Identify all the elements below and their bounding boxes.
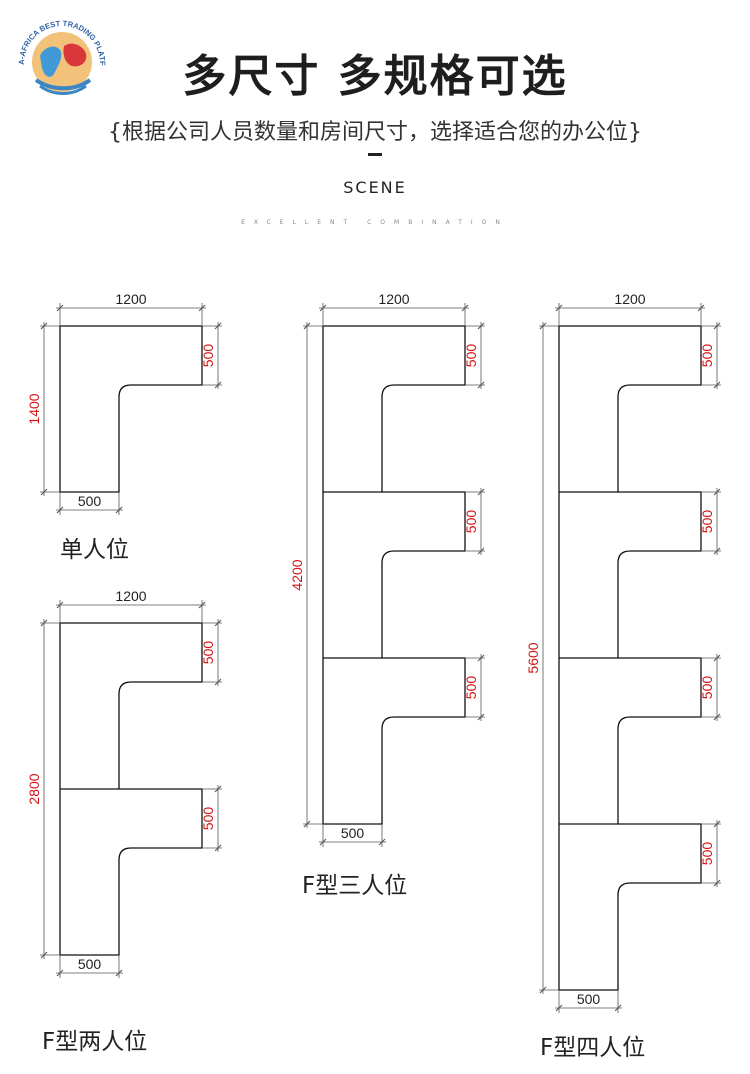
dim-tick [713, 381, 721, 389]
dim-label-bottom-width: 500 [577, 991, 601, 1007]
dim-label-top-width: 1200 [115, 291, 146, 307]
caption-single: 单人位 [60, 537, 129, 563]
dim-tick [697, 304, 705, 312]
dim-label-depth: 500 [200, 344, 216, 368]
dim-tick [477, 654, 485, 662]
company-logo: CHINA-AFRICA BEST TRADING PLATFORM [10, 6, 107, 95]
page-subtitle: {根据公司人员数量和房间尺寸，选择适合您的办公位} [108, 120, 642, 145]
dim-tick [198, 304, 206, 312]
dim-tick [555, 304, 563, 312]
dim-label-depth: 500 [699, 842, 715, 866]
scene-label: SCENE [343, 178, 407, 197]
dim-tick [214, 785, 222, 793]
dim-tick [713, 713, 721, 721]
workstation-outline [59, 325, 203, 493]
dim-tick [378, 838, 386, 846]
dim-tick [713, 547, 721, 555]
dim-label-top-width: 1200 [115, 588, 146, 604]
dim-label-depth: 500 [699, 676, 715, 700]
dim-tick [713, 654, 721, 662]
dim-tick [56, 506, 64, 514]
dim-label-depth: 500 [200, 641, 216, 665]
dim-tick [539, 986, 547, 994]
dim-tick [477, 547, 485, 555]
dim-label-total-height: 4200 [289, 559, 305, 590]
dim-tick [214, 322, 222, 330]
workstation-outline [322, 325, 466, 825]
dim-tick [713, 879, 721, 887]
dim-label-top-width: 1200 [378, 291, 409, 307]
dim-tick [40, 322, 48, 330]
dim-tick [713, 322, 721, 330]
dim-tick [214, 381, 222, 389]
dim-label-depth: 500 [463, 344, 479, 368]
dim-tick [477, 488, 485, 496]
dim-tick [477, 381, 485, 389]
dim-tick [303, 322, 311, 330]
dim-tick [56, 969, 64, 977]
dim-tick [214, 844, 222, 852]
dim-tick [303, 820, 311, 828]
caption-four: F型四人位 [540, 1035, 646, 1061]
dim-tick [319, 304, 327, 312]
dim-tick [56, 601, 64, 609]
dim-tick [555, 1004, 563, 1012]
dim-tick [713, 820, 721, 828]
dim-tick [461, 304, 469, 312]
dim-label-depth: 500 [463, 510, 479, 534]
scene-subtitle: EXCELLENT COMBINATION [241, 219, 509, 226]
title-divider [368, 153, 382, 156]
dim-tick [56, 304, 64, 312]
dim-tick [198, 601, 206, 609]
dim-label-bottom-width: 500 [78, 956, 102, 972]
dim-tick [713, 488, 721, 496]
dim-tick [539, 322, 547, 330]
dim-tick [40, 619, 48, 627]
page-title: 多尺寸 多规格可选 [182, 51, 568, 102]
dim-tick [319, 838, 327, 846]
caption-three: F型三人位 [302, 873, 408, 899]
caption-two: F型两人位 [42, 1029, 148, 1055]
dim-tick [115, 506, 123, 514]
dim-label-bottom-width: 500 [78, 493, 102, 509]
dim-tick [214, 678, 222, 686]
dim-tick [214, 619, 222, 627]
dim-tick [115, 969, 123, 977]
dim-tick [614, 1004, 622, 1012]
dim-tick [40, 488, 48, 496]
dim-label-total-height: 5600 [525, 642, 541, 673]
dim-tick [477, 713, 485, 721]
dim-label-depth: 500 [200, 807, 216, 831]
dim-label-depth: 500 [463, 676, 479, 700]
dim-label-total-height: 1400 [26, 393, 42, 424]
dim-tick [40, 951, 48, 959]
dim-tick [477, 322, 485, 330]
dim-label-total-height: 2800 [26, 773, 42, 804]
dim-label-top-width: 1200 [614, 291, 645, 307]
dim-label-depth: 500 [699, 344, 715, 368]
dim-label-depth: 500 [699, 510, 715, 534]
dim-label-bottom-width: 500 [341, 825, 365, 841]
